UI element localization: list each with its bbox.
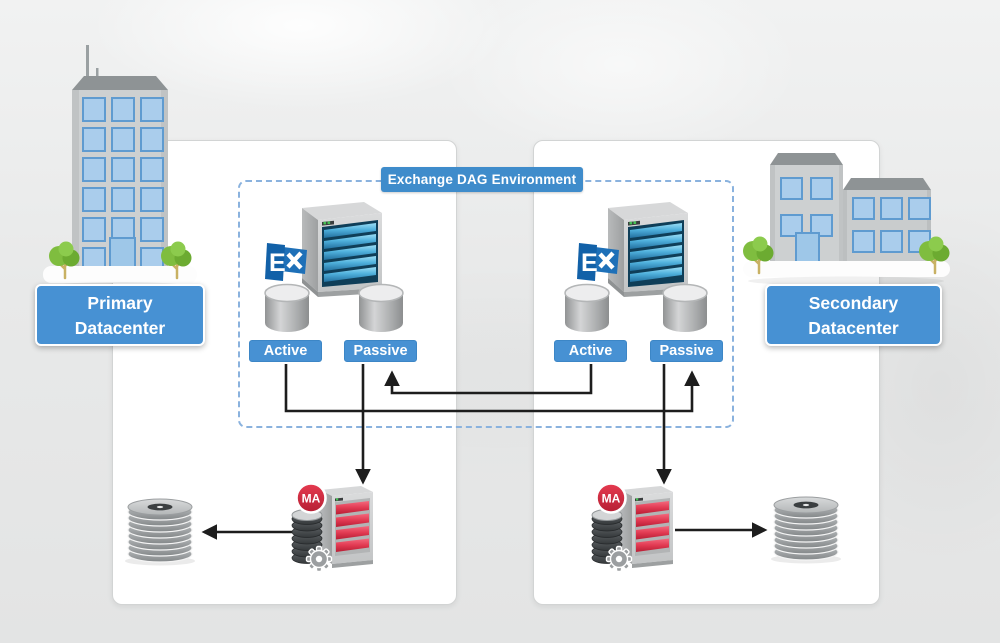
- media-agent-1-icon: MA: [291, 482, 373, 573]
- secondary-label-line2: Datacenter: [808, 318, 899, 338]
- database-cylinder-passive-1: [358, 283, 404, 332]
- storage-stack-1-icon: [125, 498, 195, 566]
- primary-label-line2: Datacenter: [74, 318, 166, 338]
- secondary-datacenter-label: Secondary Datacenter: [765, 284, 942, 346]
- exchange-server-1-icon: [302, 202, 382, 297]
- primary-label-line1: Primary: [87, 293, 153, 313]
- ma-badge-text: MA: [602, 492, 621, 506]
- exchange-x-mark: [286, 251, 303, 270]
- ma-badge: MA: [595, 482, 627, 514]
- gear-icon: [605, 545, 633, 573]
- ma-badge: MA: [295, 482, 327, 514]
- exchange-logo-icon: E: [577, 243, 619, 281]
- passive-chip-1: Passive: [344, 340, 417, 362]
- building-door: [109, 237, 136, 271]
- active-chip-1: Active: [249, 340, 322, 362]
- tree-icon: [49, 241, 80, 280]
- database-cylinder-passive-2: [662, 283, 708, 332]
- exchange-logo-icon: E: [265, 243, 307, 281]
- secondary-buildings-icon: [743, 153, 950, 286]
- server-drive-bays: [630, 223, 682, 282]
- server-drive-bays: [324, 223, 376, 282]
- building-windows: [852, 197, 931, 253]
- server-led: [629, 221, 633, 225]
- passive-chip-2: Passive: [650, 340, 723, 362]
- database-cylinder-active-1: [264, 283, 310, 332]
- active-chip-2: Active: [554, 340, 627, 362]
- database-cylinder-active-2: [564, 283, 610, 332]
- primary-building-icon: [43, 45, 197, 292]
- secondary-label-line1: Secondary: [808, 293, 899, 313]
- media-agent-2-icon: MA: [591, 482, 673, 573]
- server-led: [323, 221, 327, 225]
- exchange-letter: E: [269, 249, 286, 277]
- tree-icon: [161, 241, 192, 280]
- exchange-letter: E: [581, 249, 598, 277]
- ma-badge-text: MA: [302, 492, 321, 506]
- exchange-x-mark: [598, 251, 615, 270]
- building-windows: [82, 97, 164, 270]
- dag-title: Exchange DAG Environment: [381, 167, 583, 192]
- storage-stack-2-icon: [771, 496, 841, 564]
- ma-server-drive-bays: [636, 501, 669, 552]
- building-windows: [780, 177, 833, 237]
- ma-server-drive-bays: [336, 501, 369, 552]
- tree-icon: [919, 236, 950, 275]
- tree-icon: [743, 236, 774, 275]
- gear-icon: [305, 545, 333, 573]
- primary-datacenter-label: Primary Datacenter: [35, 284, 205, 346]
